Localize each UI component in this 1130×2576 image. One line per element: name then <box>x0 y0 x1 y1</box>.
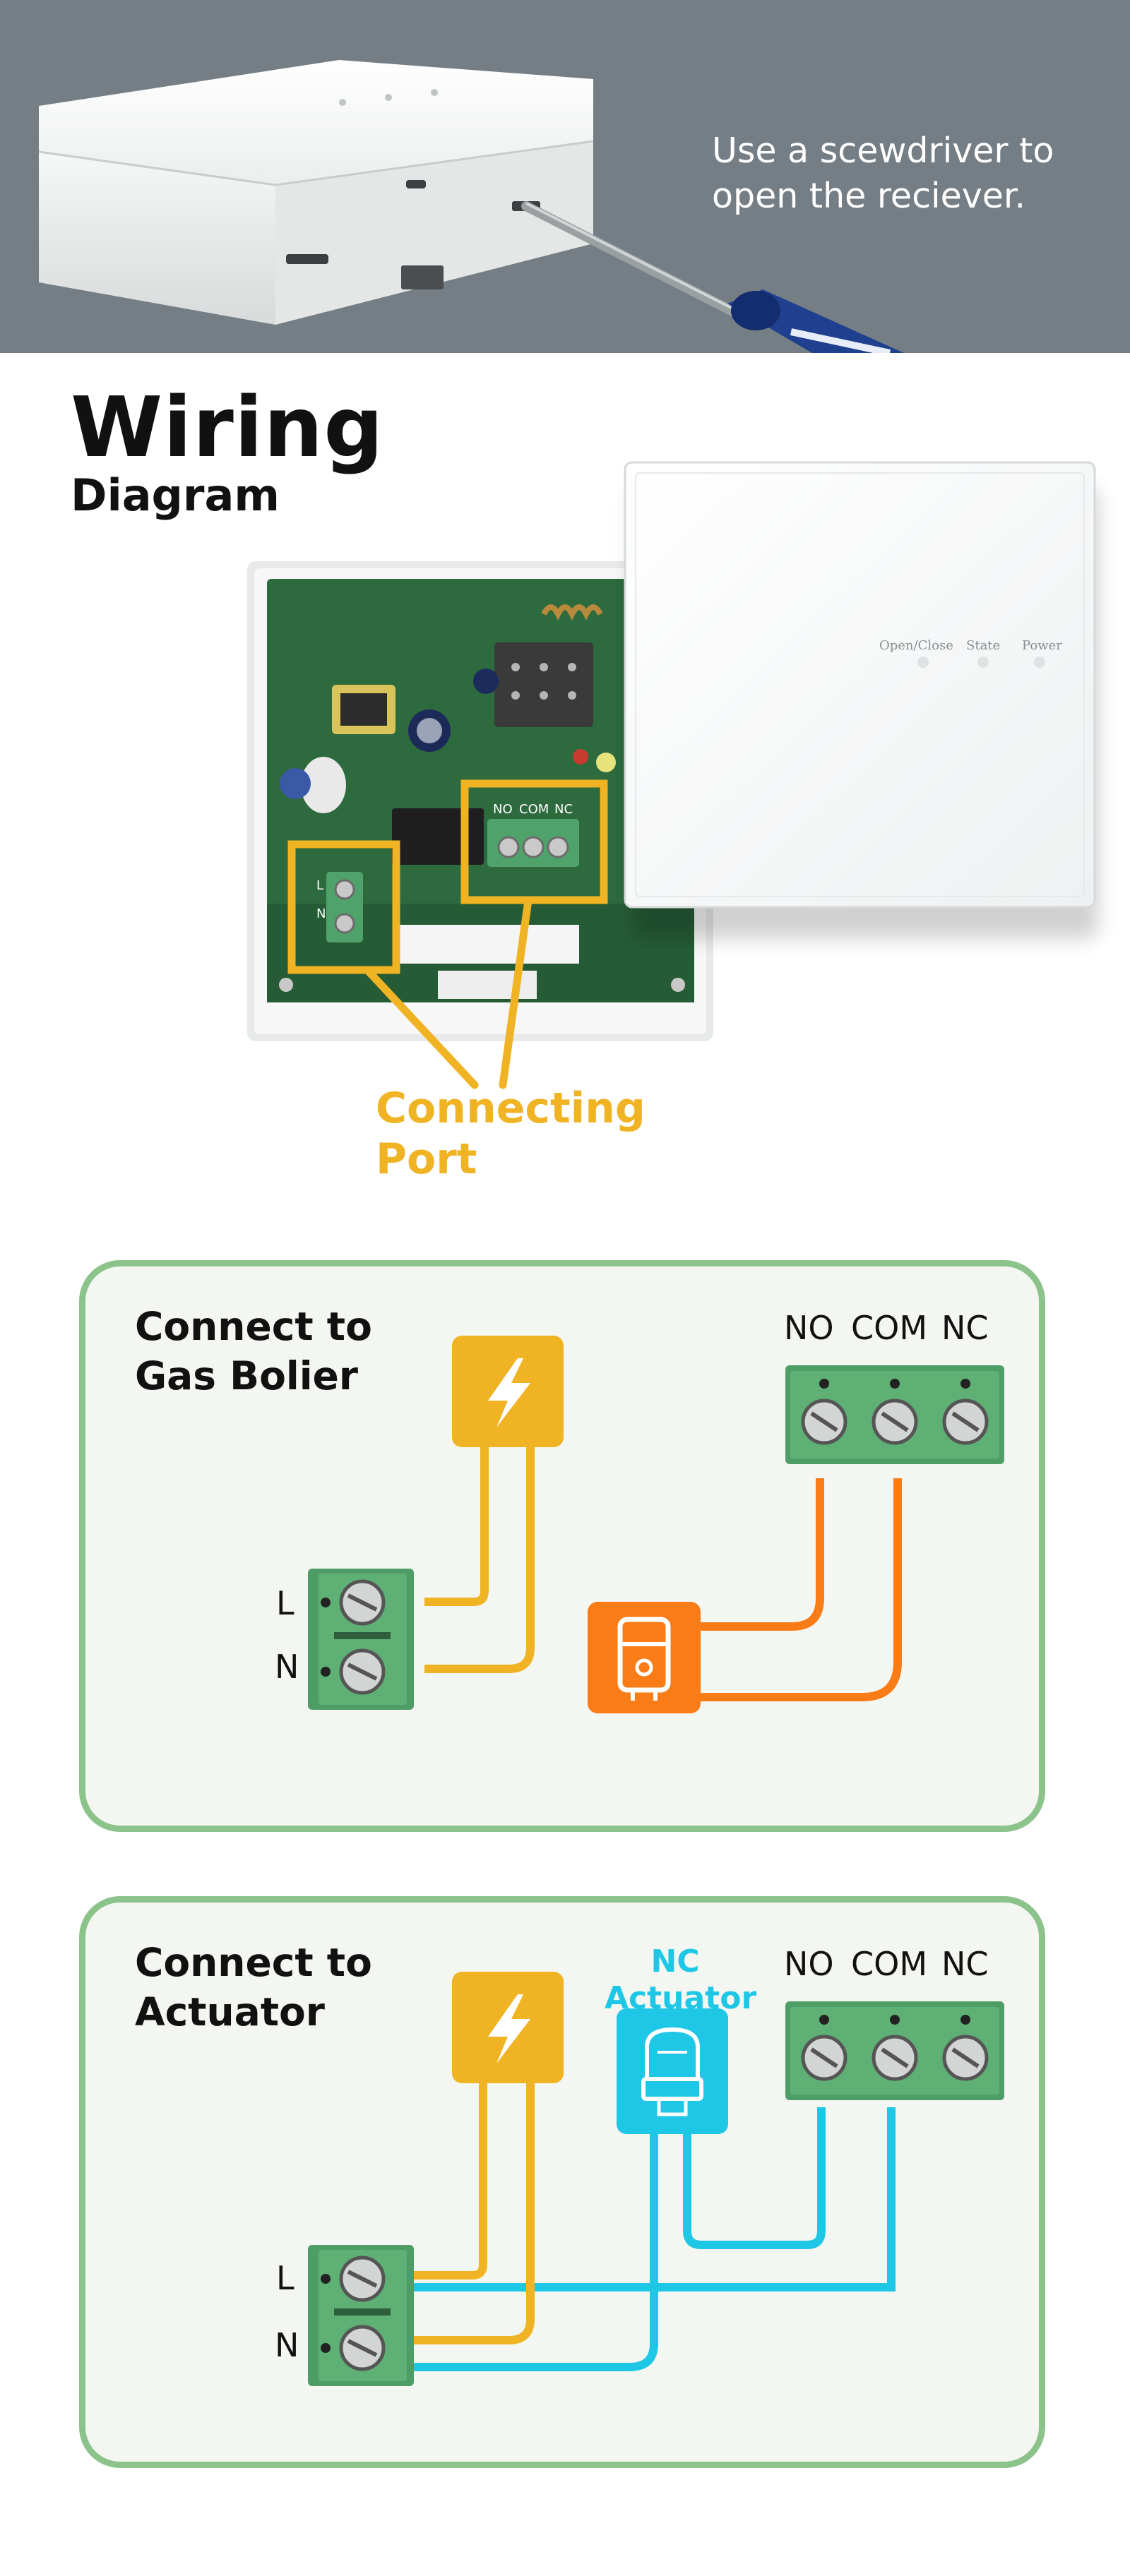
wire-actuator-no <box>683 2107 826 2249</box>
wire-l-power <box>424 1397 489 1606</box>
highlight-box-relay <box>460 779 608 904</box>
port-label-line-1: Connecting <box>376 1084 646 1133</box>
gas-boiler-panel-title: Connect to Gas Bolier <box>135 1302 372 1401</box>
relay-terminal-block <box>785 2001 1004 2100</box>
port-label-line-2: Port <box>376 1134 477 1184</box>
board-label-l: L <box>316 878 323 893</box>
leader-line-right <box>499 896 533 1089</box>
terminal-label-com: COM <box>851 1309 928 1347</box>
terminal-label-nc: NC <box>941 1945 989 1983</box>
wire-n-power <box>424 1397 535 1673</box>
power-terminal-block <box>308 1569 414 1710</box>
cover-label-power: Power <box>1022 638 1062 653</box>
lightning-icon <box>452 1336 564 1447</box>
power-label-n: N <box>275 2326 299 2364</box>
highlight-box-power <box>287 840 400 974</box>
power-terminal-block <box>308 2245 414 2386</box>
wire-n-actuator <box>414 2128 658 2371</box>
panel-title-line-1: Connect to <box>135 1304 372 1349</box>
actuator-wiring <box>308 1972 1004 2386</box>
wiring-subtitle: Diagram <box>71 469 280 521</box>
panel-title-line-2: Actuator <box>135 1989 325 2035</box>
terminal-label-com: COM <box>851 1945 928 1983</box>
board-label-com: COM <box>519 802 549 817</box>
nc-actuator-label-line-2: Actuator <box>605 1980 757 2016</box>
leader-line-left <box>363 966 479 1089</box>
terminal-label-nc: NC <box>941 1309 989 1347</box>
cover-label-open-close: Open/Close <box>879 638 953 653</box>
cover-label-state: State <box>966 638 1000 653</box>
power-label-l: L <box>276 2259 295 2297</box>
actuator-icon <box>617 2008 728 2134</box>
wire-l-com <box>414 2107 896 2292</box>
nc-actuator-label: NC Actuator <box>605 1943 757 2017</box>
terminal-label-no: NO <box>784 1945 834 1983</box>
receiver-photo <box>38 60 904 353</box>
wire-n-power <box>414 2040 535 2344</box>
top-banner: Use a scewdriver to open the reciever. <box>0 0 1130 353</box>
relay-terminal-block <box>785 1365 1004 1464</box>
actuator-panel: Connect to Actuator <box>79 1896 1045 2468</box>
wiring-title: Wiring <box>71 378 384 476</box>
wire-no-boiler <box>686 1478 824 1631</box>
lightning-icon <box>452 1972 564 2083</box>
wire-l-power <box>414 2040 487 2280</box>
board-label-nc: NC <box>554 802 573 817</box>
instruction-line-2: open the reciever. <box>712 176 1026 216</box>
gas-boiler-wiring <box>308 1336 1004 1713</box>
power-label-n: N <box>275 1648 299 1686</box>
connecting-port-label: Connecting Port <box>376 1083 672 1185</box>
receiver-board-photo: L N NO COM NC Open/Close State Power <box>247 461 1098 1089</box>
power-label-l: L <box>276 1584 295 1622</box>
gas-boiler-icon <box>588 1602 701 1713</box>
board-label-no: NO <box>493 802 513 817</box>
board-label-n: N <box>316 906 326 921</box>
terminal-label-no: NO <box>784 1309 834 1347</box>
panel-title-line-1: Connect to <box>135 1940 372 1985</box>
instruction-line-1: Use a scewdriver to <box>712 131 1054 171</box>
wire-com-boiler <box>686 1478 902 1701</box>
nc-actuator-label-line-1: NC <box>650 1943 700 1979</box>
panel-title-line-2: Gas Bolier <box>135 1353 358 1398</box>
screwdriver-instruction: Use a scewdriver to open the reciever. <box>712 128 1079 219</box>
gas-boiler-panel: Connect to Gas Bolier <box>79 1260 1045 1832</box>
actuator-panel-title: Connect to Actuator <box>135 1938 372 2037</box>
